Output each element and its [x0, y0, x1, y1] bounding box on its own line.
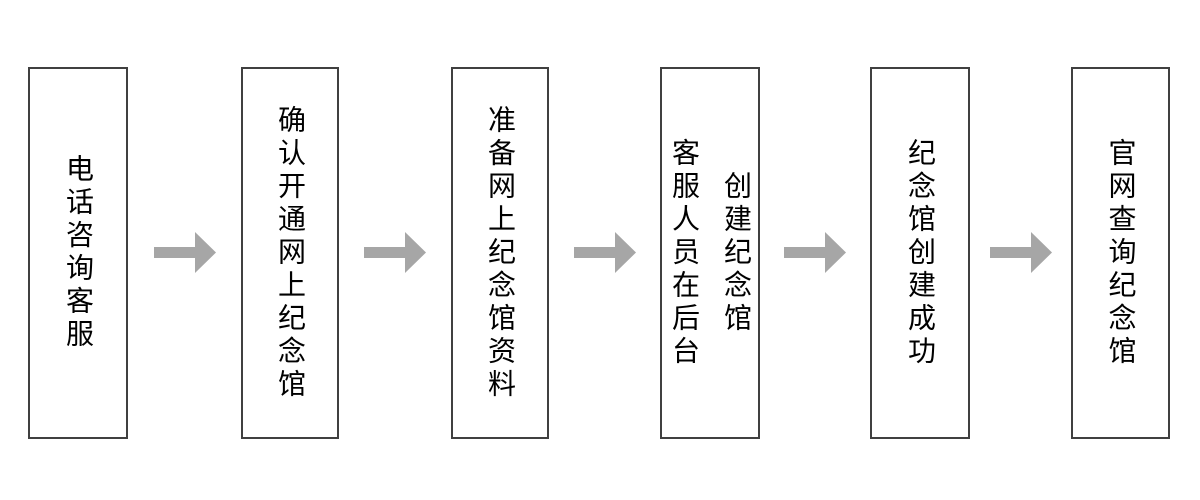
arrow-head — [405, 232, 426, 273]
arrow-head — [1031, 232, 1052, 273]
arrow-shaft — [574, 247, 615, 258]
arrow-right-icon — [574, 232, 636, 273]
flow-step-3-label: 准备网上纪念馆资料 — [485, 104, 516, 402]
flow-step-2: 确认开通网上纪念馆 — [241, 67, 339, 439]
arrow-head — [615, 232, 636, 273]
arrow-right-icon — [784, 232, 846, 273]
arrow-shaft — [784, 247, 825, 258]
arrow-shaft — [364, 247, 405, 258]
flow-step-2-label: 确认开通网上纪念馆 — [275, 104, 306, 402]
arrow-right-icon — [364, 232, 426, 273]
flow-step-4-label-col1: 客服人员在后台 — [669, 137, 700, 369]
arrow-head — [825, 232, 846, 273]
flow-step-6-label: 官网查询纪念馆 — [1105, 137, 1137, 369]
flow-step-4: 客服人员在后台 创建纪念馆 — [660, 67, 760, 439]
flow-step-4-label-col2: 创建纪念馆 — [721, 170, 752, 336]
flow-step-6: 官网查询纪念馆 — [1071, 67, 1170, 439]
arrow-right-icon — [154, 232, 216, 273]
arrow-shaft — [154, 247, 195, 258]
flow-step-1-label: 电话咨询客服 — [63, 154, 94, 352]
arrow-right-icon — [990, 232, 1052, 273]
flow-step-1: 电话咨询客服 — [28, 67, 128, 439]
arrow-head — [195, 232, 216, 273]
arrow-shaft — [990, 247, 1031, 258]
flow-step-5: 纪念馆创建成功 — [870, 67, 970, 439]
flow-step-3: 准备网上纪念馆资料 — [451, 67, 549, 439]
flow-step-5-label: 纪念馆创建成功 — [905, 137, 936, 369]
